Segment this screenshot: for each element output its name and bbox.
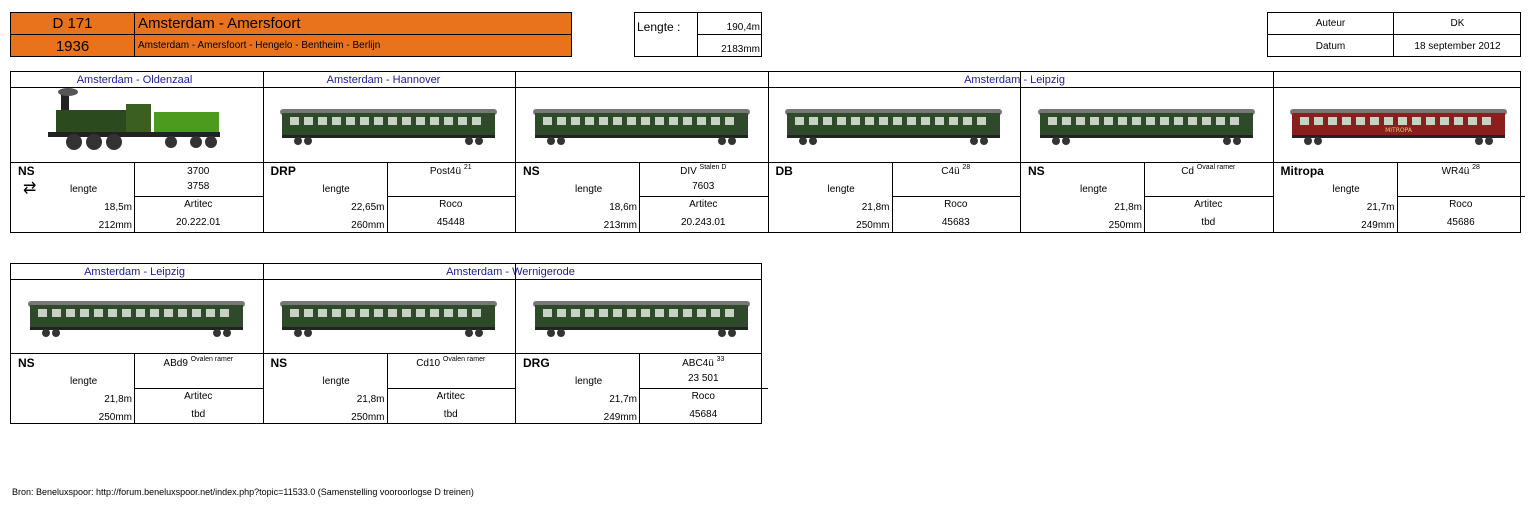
owner: NS — [1028, 164, 1045, 178]
article-number: 45684 — [689, 409, 718, 420]
length-model: 2183mm — [721, 44, 760, 55]
source-footnote: Bron: Beneluxspoor: http://forum.benelux… — [12, 487, 474, 497]
length-label: lengte — [575, 376, 603, 387]
length-real: 21,8m — [356, 394, 385, 405]
owner: NS — [18, 164, 35, 178]
section-label: Amsterdam - Leipzig — [84, 266, 185, 278]
owner: Mitropa — [1280, 164, 1324, 178]
length-real: 18,5m — [104, 202, 132, 213]
route-full: Amsterdam - Amersfoort - Hengelo - Benth… — [134, 34, 572, 57]
wagon-type: Cd10 Ovalen ramer — [416, 356, 486, 369]
manufacturer: Roco — [691, 391, 715, 402]
length-real: 21,7m — [609, 394, 637, 405]
date-label: Datum — [1315, 41, 1346, 52]
coach-wagon-image — [781, 101, 1006, 149]
coach-wagon-image — [1034, 101, 1259, 149]
consist-table-2 — [10, 263, 762, 424]
manufacturer: Roco — [944, 199, 968, 210]
year: 1936 — [10, 34, 135, 57]
article-number: 20.222.01 — [176, 217, 221, 228]
section-label: Amsterdam - Wernigerode — [446, 266, 575, 278]
length-model: 250mm — [351, 412, 385, 423]
length-label: lengte — [1080, 184, 1108, 195]
baggage-wagon-image — [529, 101, 754, 149]
owner: NS — [270, 356, 288, 370]
owner: DB — [775, 164, 793, 178]
manufacturer: Artitec — [689, 199, 718, 210]
article-number: 20.243.01 — [681, 217, 726, 228]
owner: NS — [18, 356, 35, 370]
steam-locomotive-image — [36, 88, 236, 158]
length-label: lengte — [1332, 184, 1360, 195]
article-number: tbd — [443, 409, 458, 420]
length-label: Lengte : — [637, 20, 681, 34]
coach-wagon-image — [24, 293, 249, 341]
post-wagon-image — [276, 101, 501, 149]
train-id: D 171 — [10, 12, 135, 35]
length-real: 18,6m — [609, 202, 637, 213]
wagon-number: 3758 — [187, 181, 210, 192]
length-label: lengte — [322, 376, 350, 387]
length-model: 213mm — [603, 220, 637, 231]
wagon-type: C4ü 28 — [941, 164, 971, 177]
length-real: 190,4m — [726, 22, 760, 33]
length-model: 250mm — [856, 220, 890, 231]
length-label: lengte — [827, 184, 855, 195]
section-label: Amsterdam - Hannover — [326, 74, 441, 86]
consist-table-1 — [10, 71, 1521, 233]
route-short: Amsterdam - Amersfoort — [134, 12, 572, 35]
length-model: 250mm — [1108, 220, 1142, 231]
length-real: 22,65m — [351, 202, 385, 213]
date-value: 18 september 2012 — [1414, 41, 1501, 52]
length-model: 212mm — [98, 220, 132, 231]
length-model: 249mm — [603, 412, 637, 423]
article-number: 45686 — [1446, 217, 1475, 228]
section-label: Amsterdam - Leipzig — [964, 74, 1065, 86]
manufacturer: Artitec — [184, 391, 213, 402]
ns-logo-icon: ⇄ — [23, 180, 37, 197]
wagon-number: 7603 — [692, 181, 715, 192]
wagon-type: DIV Stalen D — [680, 164, 727, 177]
section-label: Amsterdam - Oldenzaal — [76, 74, 193, 86]
number-extra: 3700 — [187, 166, 210, 177]
article-number: 45448 — [436, 217, 465, 228]
svg-text:MITROPA: MITROPA — [1385, 127, 1413, 134]
author-label: Auteur — [1315, 18, 1346, 29]
wagon-type: WR4ü 28 — [1441, 164, 1480, 177]
manufacturer: Artitec — [436, 391, 465, 402]
length-model: 260mm — [351, 220, 385, 231]
length-real: 21,8m — [104, 394, 132, 405]
wagon-type: ABC4ü 33 — [682, 356, 725, 369]
wagon-type: Cd Ovaal ramer — [1181, 164, 1236, 177]
length-label: lengte — [70, 376, 98, 387]
length-model: 249mm — [1361, 220, 1395, 231]
manufacturer: Roco — [1449, 199, 1473, 210]
coach-wagon-image — [529, 293, 754, 341]
author-value: DK — [1450, 18, 1465, 29]
length-real: 21,8m — [861, 202, 890, 213]
coach-wagon-image — [276, 293, 501, 341]
owner: NS — [523, 164, 540, 178]
length-label: lengte — [575, 184, 603, 195]
manufacturer: Artitec — [1194, 199, 1223, 210]
wagon-number: 23 501 — [687, 373, 719, 384]
manufacturer: Roco — [439, 199, 463, 210]
article-number: 45683 — [941, 217, 970, 228]
owner: DRG — [523, 356, 550, 370]
length-real: 21,8m — [1114, 202, 1142, 213]
length-real: 21,7m — [1366, 202, 1395, 213]
wagon-type: Post4ü 21 — [429, 164, 472, 177]
dining-wagon-image: MITROPA — [1286, 101, 1511, 149]
manufacturer: Artitec — [184, 199, 213, 210]
length-label: lengte — [322, 184, 350, 195]
length-label: lengte — [70, 184, 98, 195]
wagon-type: ABd9 Ovalen ramer — [163, 356, 234, 369]
owner: DRP — [270, 164, 296, 178]
length-model: 250mm — [98, 412, 132, 423]
article-number: tbd — [1201, 217, 1216, 228]
article-number: tbd — [191, 409, 206, 420]
